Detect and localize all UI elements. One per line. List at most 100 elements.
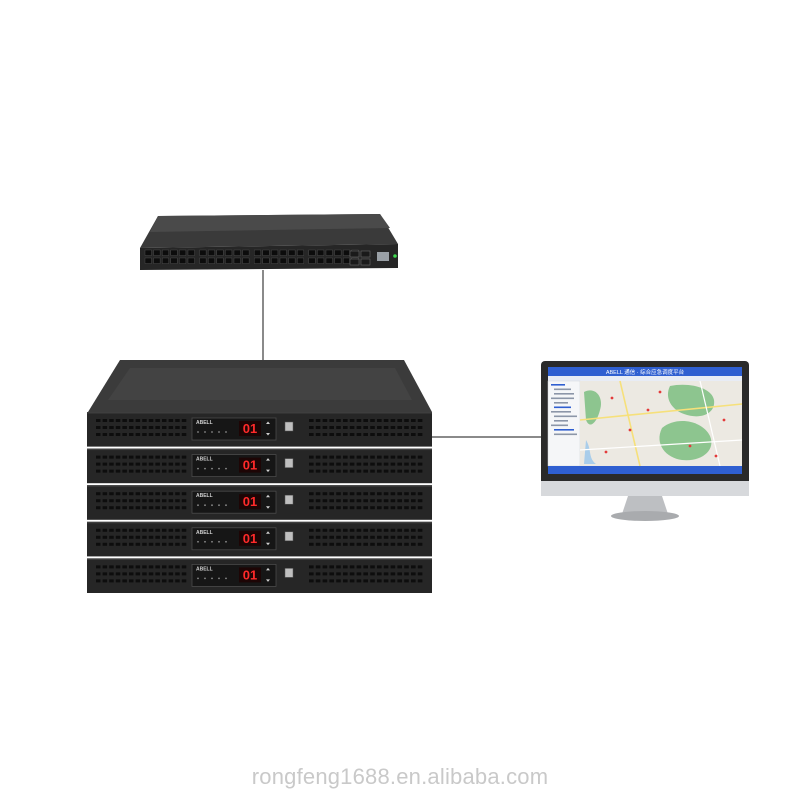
indicator-led — [211, 540, 213, 543]
switch-ethernet-port — [144, 249, 152, 256]
vent-slot — [122, 426, 127, 429]
vent-slot — [162, 572, 167, 576]
vent-slot — [96, 572, 101, 576]
vent-slot — [390, 455, 396, 459]
vent-slot — [142, 499, 147, 503]
app-status-bar — [548, 466, 742, 474]
indicator-led — [197, 540, 199, 543]
indicator-led — [204, 504, 206, 507]
vent-slot — [411, 579, 416, 583]
vent-slot — [397, 499, 402, 503]
watermark-text: rongfeng1688.en.alibaba.com — [251, 764, 549, 789]
indicator-led — [211, 467, 213, 470]
vent-slot — [329, 462, 334, 466]
vent-slot — [417, 572, 423, 576]
vent-slot — [356, 492, 362, 496]
indicator-led — [197, 504, 199, 507]
up-arrow-icon — [266, 421, 270, 424]
switch-ethernet-port — [262, 249, 270, 256]
down-arrow-icon — [266, 433, 270, 436]
down-arrow-icon — [266, 506, 270, 509]
vent-slot — [370, 455, 375, 459]
vent-slot — [370, 433, 375, 436]
vent-slot — [309, 506, 314, 510]
switch-ethernet-port — [161, 249, 169, 256]
vent-slot — [363, 419, 368, 422]
vent-slot — [122, 565, 127, 569]
vent-slot — [383, 462, 389, 466]
vent-slot — [309, 469, 314, 473]
vent-slot — [168, 572, 174, 576]
vent-slot — [122, 492, 127, 496]
switch-ethernet-port — [216, 257, 224, 264]
vent-slot — [411, 528, 416, 532]
vent-slot — [142, 455, 147, 459]
vent-slot — [168, 565, 174, 569]
vent-slot — [315, 492, 321, 496]
app-toolbar — [548, 376, 742, 381]
vent-slot — [109, 462, 114, 466]
vent-slot — [336, 492, 341, 496]
vent-slot — [383, 426, 389, 429]
vent-slot — [115, 572, 121, 576]
vent-slot — [370, 506, 375, 510]
vent-slot — [417, 419, 423, 422]
vent-slot — [397, 535, 402, 539]
vent-slot — [155, 469, 160, 473]
vent-slot — [356, 535, 362, 539]
led-display-value: 01 — [243, 567, 257, 582]
vent-slot — [377, 426, 382, 429]
vent-slot — [115, 419, 121, 422]
vent-slot — [109, 499, 114, 503]
vent-slot — [349, 455, 355, 459]
sidebar-tree-item — [554, 420, 568, 422]
vent-slot — [162, 419, 167, 422]
vent-slot — [129, 579, 134, 583]
vent-slot — [122, 528, 127, 532]
vent-slot — [109, 542, 114, 546]
switch-ethernet-port — [334, 257, 342, 264]
switch-ethernet-port — [279, 257, 287, 264]
vent-slot — [135, 506, 141, 510]
sidebar-tree-item — [554, 406, 571, 409]
vent-slot — [411, 433, 416, 436]
vent-slot — [349, 572, 355, 576]
vent-slot — [175, 419, 180, 422]
vent-slot — [102, 462, 108, 466]
vent-slot — [135, 455, 141, 459]
vent-slot — [142, 506, 147, 510]
vent-slot — [329, 419, 334, 422]
vent-slot — [168, 499, 174, 503]
vent-slot — [322, 469, 328, 473]
switch-ethernet-port — [253, 249, 261, 256]
vent-slot — [96, 426, 101, 429]
vent-slot — [115, 492, 121, 496]
vent-slot — [135, 492, 141, 496]
map-marker-icon — [610, 396, 614, 400]
vent-slot — [148, 499, 154, 503]
vent-slot — [349, 565, 355, 569]
vent-slot — [129, 455, 134, 459]
indicator-led — [197, 577, 199, 580]
vent-slot — [135, 528, 141, 532]
vent-slot — [122, 572, 127, 576]
vent-slot — [109, 506, 114, 510]
vent-slot — [322, 499, 328, 503]
vent-slot — [411, 469, 416, 473]
vent-slot — [315, 469, 321, 473]
vent-slot — [343, 433, 348, 436]
vent-slot — [175, 462, 180, 466]
up-arrow-icon — [266, 494, 270, 498]
vent-slot — [135, 419, 141, 422]
switch-ethernet-port — [262, 257, 270, 264]
switch-ethernet-port — [153, 257, 161, 264]
vent-slot — [329, 469, 334, 473]
vent-slot — [148, 455, 154, 459]
up-arrow-icon — [266, 531, 270, 534]
vent-slot — [129, 426, 134, 429]
vent-slot — [329, 579, 334, 583]
map-road — [699, 380, 721, 467]
switch-sfp-port — [349, 258, 360, 266]
